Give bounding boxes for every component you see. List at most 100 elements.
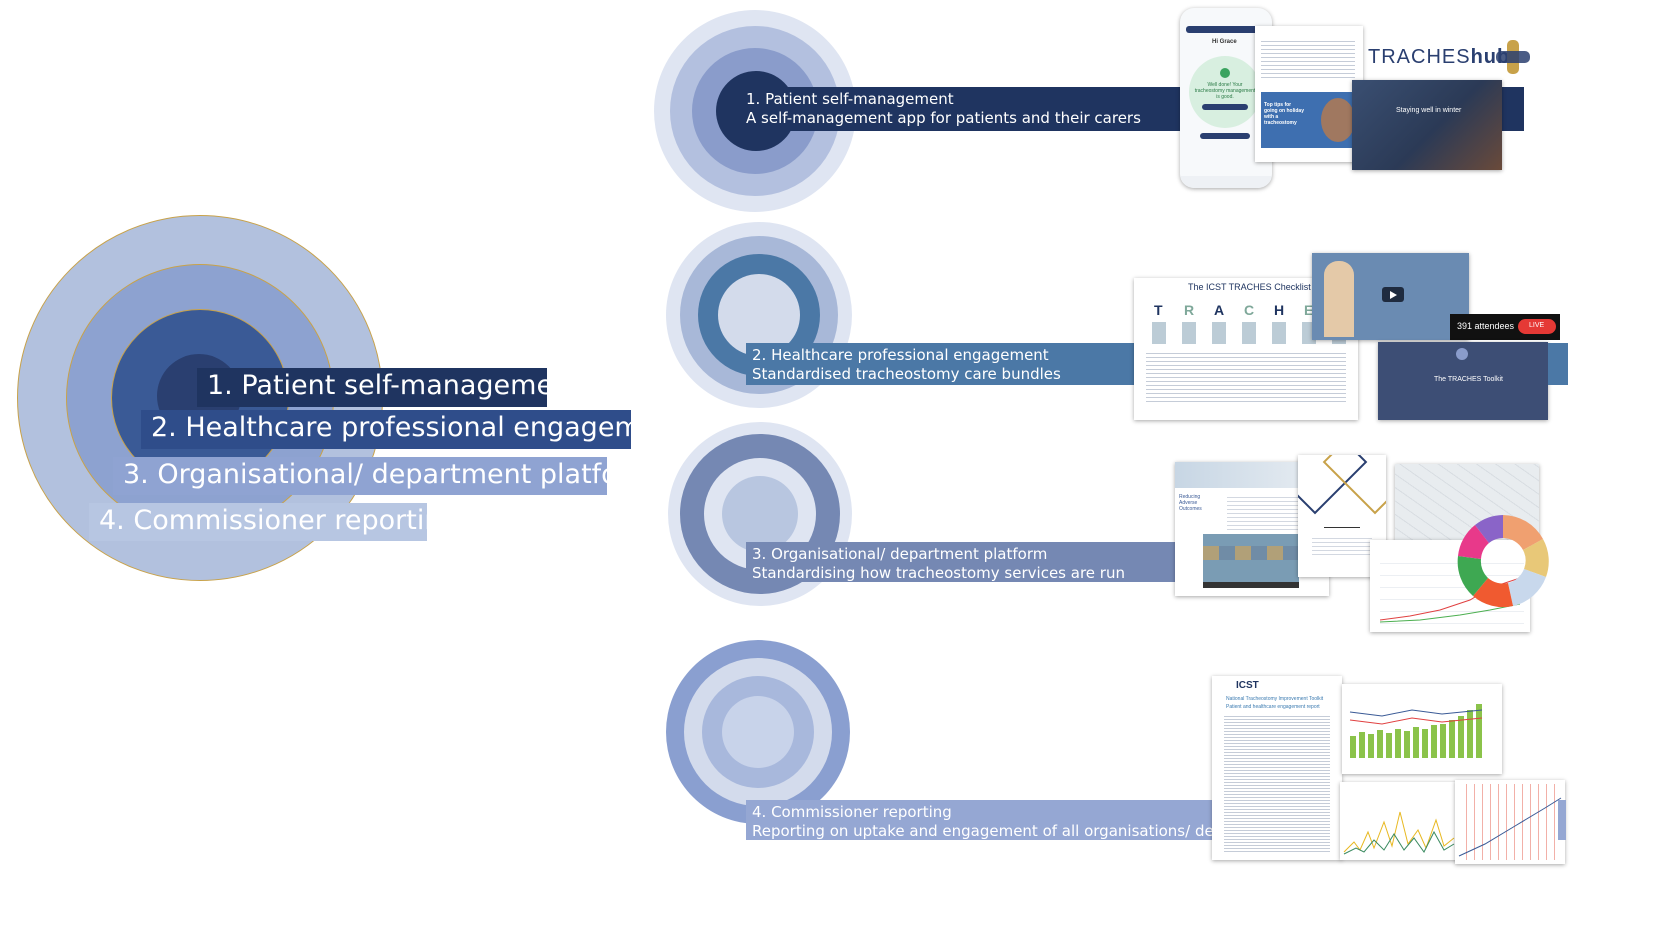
row4-subtitle: Reporting on uptake and engagement of al… — [752, 822, 1292, 840]
app-greeting: Hi Grace — [1212, 39, 1237, 45]
article-lines — [1261, 38, 1355, 78]
live-badge-text: LIVE — [1529, 322, 1545, 329]
org-video-bar — [1203, 582, 1299, 588]
report-bar-chart — [1349, 704, 1483, 758]
report-bar — [1386, 733, 1392, 758]
analytics-line-green — [1380, 603, 1520, 623]
cert-signature — [1324, 521, 1360, 528]
logo-text-plain: TRACHES — [1368, 46, 1471, 68]
report-bar — [1467, 710, 1473, 758]
row2-title: 2. Healthcare professional engagement — [752, 346, 1049, 364]
cert-text — [1312, 535, 1372, 555]
row3-title: 3. Organisational/ department platform — [752, 545, 1048, 563]
report-text-lines — [1224, 714, 1330, 854]
report-bar — [1449, 720, 1455, 758]
check-icon — [1220, 68, 1230, 78]
row2-subtitle: Standardised tracheostomy care bundles — [752, 365, 1061, 383]
checklist-letter-e: E — [1304, 302, 1314, 318]
level-2-label: 2. Healthcare professional engagement — [141, 410, 685, 449]
row3-subtitle: Standardising how tracheostomy services … — [752, 564, 1125, 582]
row4-banner: 4. Commissioner reporting Reporting on u… — [746, 800, 1292, 840]
checklist-title: The ICST TRACHES Checklist — [1188, 282, 1311, 292]
app-button — [1202, 104, 1248, 110]
child-photo — [1321, 98, 1355, 142]
checklist-letter-r: R — [1184, 302, 1195, 318]
report-bar — [1404, 731, 1410, 758]
tips-article-thumbnail: Top tips for going on holiday with a tra… — [1255, 26, 1363, 162]
donut-slice — [1458, 525, 1489, 559]
report-noise-line — [1343, 830, 1455, 855]
report-line-chart-thumbnail — [1340, 782, 1458, 860]
app-navbar — [1180, 176, 1272, 188]
checklist-letter-t: T — [1154, 302, 1163, 318]
row1-banner: 1. Patient self-management A self-manage… — [740, 87, 1180, 131]
report-bar — [1431, 725, 1437, 758]
report-bar — [1413, 727, 1419, 758]
report-trend-line-blue — [1349, 709, 1483, 717]
report-bar — [1458, 716, 1464, 758]
row3-core — [722, 476, 798, 552]
app-phone-tabs — [1186, 26, 1266, 33]
report-cumulative-line — [1458, 797, 1562, 857]
level-3-label: 3. Organisational/ department platform — [113, 457, 655, 495]
donut-slice — [1523, 539, 1549, 577]
checklist-letter-h: H — [1274, 302, 1285, 318]
donut-slice — [1473, 578, 1513, 608]
app-message: Well done! Your tracheostomy management … — [1194, 82, 1256, 100]
toolkit-logo-icon — [1456, 348, 1468, 360]
row4-strip — [1558, 800, 1566, 840]
toolkit-title: The TRACHES Toolkit — [1434, 376, 1503, 383]
report-subtitle: Patient and healthcare engagement report — [1226, 704, 1320, 710]
report-title: National Tracheostomy Improvement Toolki… — [1226, 696, 1324, 702]
report-striped-chart-thumbnail — [1455, 780, 1565, 864]
donut-slice — [1508, 569, 1546, 606]
logo-cross-h — [1496, 51, 1530, 63]
live-badge: LIVE — [1518, 319, 1556, 334]
report-bar — [1395, 729, 1401, 758]
checklist-text-columns — [1146, 350, 1346, 402]
org-hex-band — [1203, 546, 1299, 560]
row1-subtitle: A self-management app for patients and t… — [746, 109, 1141, 127]
webinar-presenter — [1324, 261, 1354, 337]
report-bar — [1422, 729, 1428, 758]
winter-overlay — [1352, 80, 1502, 170]
report-thumbnail: ICST National Tracheostomy Improvement T… — [1212, 676, 1342, 860]
level-1-label: 1. Patient self-management — [197, 368, 581, 407]
level-4-label: 4. Commissioner reporting — [89, 503, 459, 541]
webinar-thumbnail — [1312, 253, 1469, 340]
row3-banner: 3. Organisational/ department platform S… — [746, 542, 1176, 582]
tip-title: Top tips for going on holiday with a tra… — [1264, 102, 1304, 126]
report-bar — [1359, 732, 1365, 758]
report-bar — [1440, 724, 1446, 758]
row4-title: 4. Commissioner reporting — [752, 803, 952, 821]
report-stripes — [1459, 784, 1561, 860]
donut-slice — [1503, 515, 1543, 550]
report-noise-line — [1343, 811, 1455, 853]
report-bar — [1368, 734, 1374, 758]
report-bar-chart-thumbnail — [1342, 684, 1502, 774]
attendees-count: 391 attendees — [1457, 321, 1515, 331]
attendees-badge: 391 attendees LIVE — [1450, 314, 1560, 340]
winter-thumbnail: Staying well in winter — [1352, 80, 1502, 170]
report-bar — [1350, 736, 1356, 758]
report-trend-line-red — [1349, 717, 1483, 725]
donut-slice — [1475, 515, 1503, 543]
row2-core — [718, 274, 800, 356]
report-bar — [1377, 730, 1383, 758]
traches-hub-logo: TRACHEShub — [1368, 46, 1510, 72]
report-bar — [1476, 704, 1482, 758]
checklist-icon-row — [1146, 322, 1346, 344]
report-line-chart — [1343, 811, 1455, 855]
row1-title: 1. Patient self-management — [746, 90, 954, 108]
toolkit-thumbnail: The TRACHES Toolkit — [1378, 342, 1548, 420]
org-heading: Reducing Adverse Outcomes — [1179, 494, 1202, 512]
logo-cross-icon — [1496, 40, 1530, 74]
app-button-2 — [1200, 133, 1250, 139]
checklist-letter-c: C — [1244, 302, 1255, 318]
row4-core — [722, 696, 794, 768]
row2-strip — [1548, 343, 1568, 385]
winter-title: Staying well in winter — [1396, 107, 1462, 114]
report-cumulative-polyline — [1458, 797, 1562, 857]
report-logo: ICST — [1236, 680, 1259, 691]
donut-chart — [1457, 515, 1549, 608]
